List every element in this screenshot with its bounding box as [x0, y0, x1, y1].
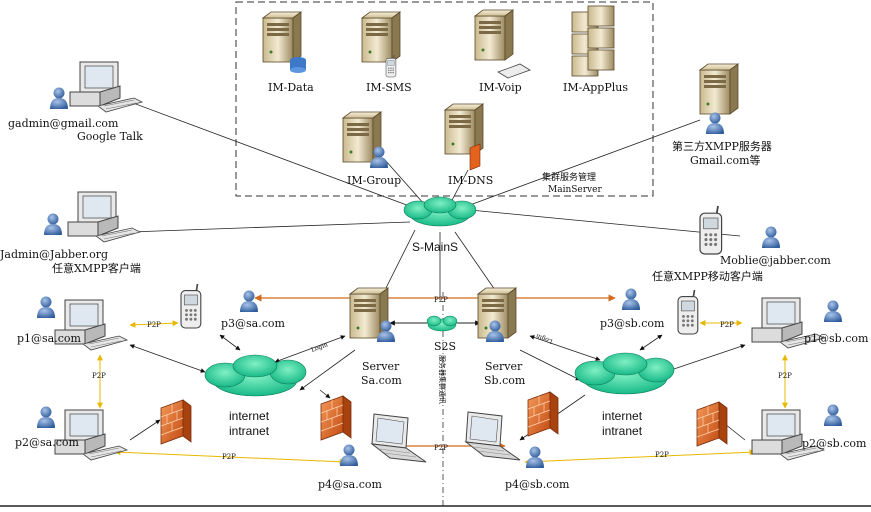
net-a-line2: intranet	[229, 424, 270, 438]
p2-sa-label: p2@sa.com	[15, 436, 80, 449]
server-b-line1: Server	[485, 360, 523, 373]
server-b	[477, 287, 517, 342]
p1-sa-label: p1@sa.com	[17, 332, 82, 345]
connection-lines	[124, 99, 741, 300]
p2p-label-b-h: P2P	[720, 321, 734, 329]
im-sms-label: IM-SMS	[366, 81, 412, 94]
server-a-line2: Sa.com	[361, 374, 402, 387]
google-user-label: gadmin@gmail.com	[8, 117, 119, 130]
im-appplus-server	[571, 5, 615, 77]
p4-sa-label: p4@sa.com	[318, 478, 383, 491]
p2p-label-b-bottom: P2P	[655, 451, 669, 459]
vertical-note: 服务器集群通讯	[438, 355, 447, 404]
firewall-a-left	[160, 399, 192, 445]
net-a-line1: internet	[229, 409, 270, 423]
p3-sb-label: p3@sb.com	[600, 317, 665, 330]
p2p-label-b-v: P2P	[778, 372, 792, 380]
im-dns-label: IM-DNS	[448, 174, 493, 187]
server-b-line2: Sb.com	[484, 374, 526, 387]
google-app-label: Google Talk	[77, 130, 143, 143]
login-label-b: Login	[535, 332, 554, 345]
p2p-label-a-h: P2P	[147, 321, 161, 329]
jabber-pc	[44, 191, 141, 243]
im-group-server	[342, 111, 388, 168]
im-group-label: IM-Group	[347, 174, 401, 187]
main-cloud-label: S-MainS	[412, 240, 458, 254]
mobile-client	[699, 205, 780, 255]
im-sms-server	[361, 11, 401, 78]
im-dns-server	[444, 103, 484, 171]
im-voip-server	[474, 9, 531, 79]
net-b-line1: internet	[602, 409, 643, 423]
p4-sb-label: p4@sb.com	[505, 478, 570, 491]
net-a-cloud	[204, 354, 307, 397]
s2s-label: S2S	[434, 340, 456, 353]
im-voip-label: IM-Voip	[479, 81, 522, 94]
server-a	[349, 287, 395, 342]
third-party-server	[699, 63, 739, 134]
p2-sb-label: p2@sb.com	[802, 437, 867, 450]
login-label-a: Login	[310, 341, 329, 354]
net-b-line2: intranet	[602, 424, 643, 438]
p2p-label-a-bottom: P2P	[222, 453, 236, 461]
jabber-user-label: Jadmin@Jabber.org	[0, 248, 108, 261]
p2p-label-a-v: P2P	[92, 372, 106, 380]
im-data-server	[262, 11, 306, 73]
p2-sb-pc	[751, 404, 842, 461]
google-talk-pc	[50, 61, 143, 113]
server-a-line1: Server	[362, 360, 400, 373]
firewall-b-left	[527, 391, 559, 437]
main-cloud	[403, 196, 477, 227]
third-party-line2: Gmail.com等	[690, 153, 761, 167]
firewall-b-right	[696, 401, 728, 447]
p1-sb-label: p1@sb.com	[804, 332, 869, 345]
im-appplus-label: IM-AppPlus	[563, 81, 628, 94]
firewall-a-right	[320, 395, 352, 441]
s2s-cloud	[426, 315, 458, 332]
p2p-label-top: P2P	[434, 296, 448, 304]
p4-sa-laptop	[340, 413, 427, 466]
cluster-label-line2: MainServer	[548, 185, 602, 195]
third-party-line1: 第三方XMPP服务器	[672, 139, 772, 153]
mobile-app-label: 任意XMPP移动客户端	[652, 269, 763, 283]
net-b-cloud	[574, 352, 675, 395]
server-cluster-frame	[235, 1, 654, 197]
jabber-app-label: 任意XMPP客户端	[52, 261, 141, 275]
im-data-label: IM-Data	[268, 81, 314, 94]
p2p-label-bottom: P2P	[434, 444, 448, 452]
p2-sa-pc	[37, 406, 128, 461]
p3-sa-label: p3@sa.com	[221, 317, 286, 330]
mobile-user-label: Moblie@jabber.com	[720, 254, 831, 267]
cluster-label-line1: 集群服务管理	[542, 171, 596, 183]
